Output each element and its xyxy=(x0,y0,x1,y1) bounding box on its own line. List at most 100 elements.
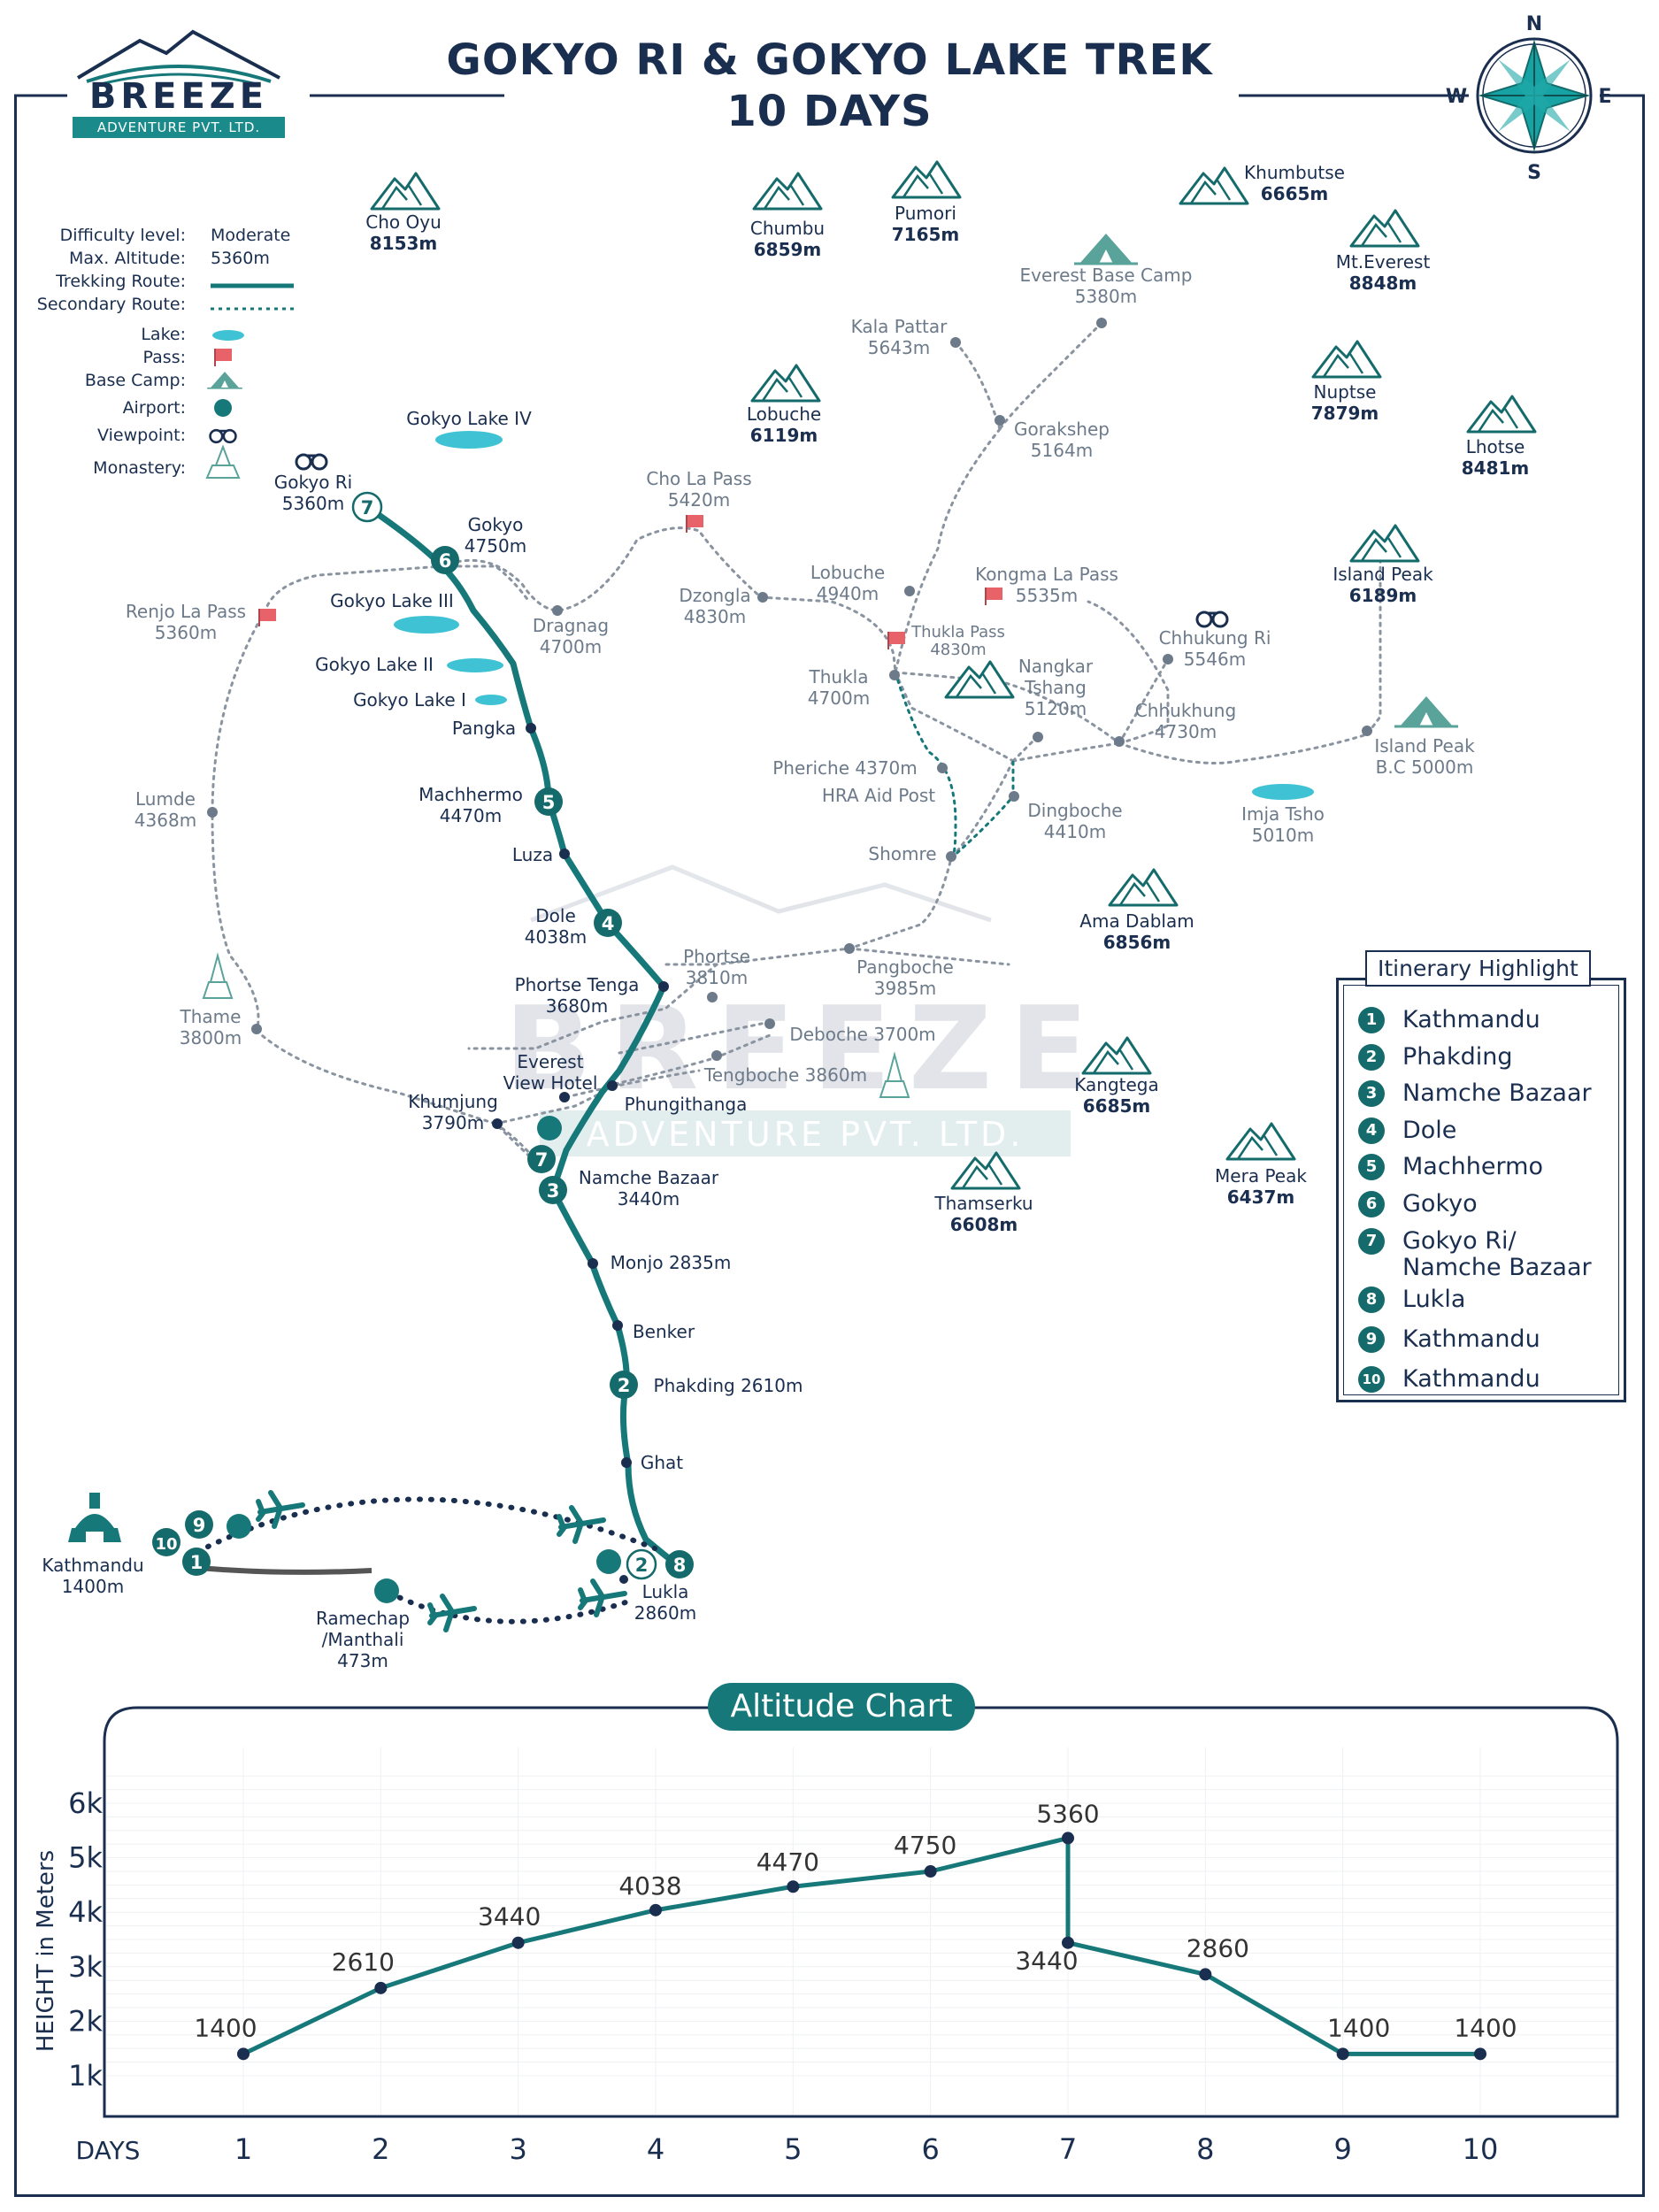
altitude-point xyxy=(1336,2047,1349,2061)
x-tick-label: 3 xyxy=(509,2132,526,2166)
svg-text:2: 2 xyxy=(635,1555,649,1576)
altitude-point xyxy=(237,2047,250,2061)
label-gokyo-lake-iv: Gokyo Lake IV xyxy=(406,408,532,429)
altitude-label: 5360 xyxy=(1036,1799,1099,1828)
legend-row: Trekking Route: xyxy=(56,272,186,291)
label-phortse-tenga: Phortse Tenga xyxy=(515,974,640,995)
label-phakding: Phakding 2610m xyxy=(654,1375,803,1396)
label-gorakshep: Gorakshep xyxy=(1014,419,1110,440)
chart-ylabel: HEIGHT in Meters xyxy=(33,1850,59,2052)
chart-xlabel: DAYS xyxy=(76,2136,141,2165)
svg-text:4410m: 4410m xyxy=(1044,821,1106,842)
label-kala-pattar: Kala Pattar xyxy=(851,316,949,337)
legend-row: Lake: xyxy=(141,325,186,344)
label-gokyo: Gokyo xyxy=(468,514,524,535)
label-dzongla: Dzongla xyxy=(679,585,750,606)
svg-text:3: 3 xyxy=(547,1180,560,1202)
svg-text:5010m: 5010m xyxy=(1252,825,1314,846)
label-thukla-pass: Thukla Pass xyxy=(910,623,1005,641)
legend-row: Max. Altitude:5360m xyxy=(68,249,270,268)
label-thame: Thame xyxy=(180,1006,242,1027)
compass-n: N xyxy=(1526,13,1542,35)
svg-text:4830m: 4830m xyxy=(684,606,746,627)
label-pangka: Pangka xyxy=(452,718,516,739)
label-ebc: Everest Base Camp xyxy=(1020,265,1193,286)
label-phungithanga: Phungithanga xyxy=(625,1094,748,1115)
label-machhermo: Machhermo xyxy=(419,784,523,805)
label-ama-dablam: Ama Dablam xyxy=(1079,910,1194,932)
compass-s: S xyxy=(1527,162,1541,184)
legend-row: Secondary Route: xyxy=(36,295,186,314)
svg-text:9: 9 xyxy=(193,1515,206,1536)
y-tick-label: 2k xyxy=(68,2004,103,2038)
svg-text:7: 7 xyxy=(361,497,374,518)
x-tick-label: 2 xyxy=(372,2132,389,2166)
svg-text:2: 2 xyxy=(618,1375,631,1396)
altitude-label: 1400 xyxy=(1454,2013,1517,2042)
label-mera-peak: Mera Peak xyxy=(1215,1165,1307,1187)
label-shomre: Shomre xyxy=(868,843,936,864)
svg-text:8848m: 8848m xyxy=(1349,273,1417,294)
svg-text:10: 10 xyxy=(155,1535,177,1554)
svg-text:7879m: 7879m xyxy=(1311,403,1379,424)
altitude-label: 1400 xyxy=(1327,2013,1390,2042)
altitude-label: 4750 xyxy=(894,1831,956,1860)
label-kangtega: Kangtega xyxy=(1074,1074,1159,1095)
svg-text:5535m: 5535m xyxy=(1016,585,1078,606)
altitude-point xyxy=(1062,1936,1074,1949)
label-kongma-la: Kongma La Pass xyxy=(975,564,1118,585)
svg-text:3985m: 3985m xyxy=(874,978,936,999)
label-island-bc: Island Peak xyxy=(1374,735,1475,757)
svg-text:6665m: 6665m xyxy=(1261,183,1329,204)
svg-text:5360m: 5360m xyxy=(282,493,344,514)
svg-text:View Hotel: View Hotel xyxy=(503,1072,598,1094)
airport-icons xyxy=(227,1116,625,1630)
svg-text:4700m: 4700m xyxy=(808,687,870,709)
label-pheriche: Pheriche 4370m xyxy=(772,757,918,779)
svg-text:3790m: 3790m xyxy=(422,1112,484,1133)
altitude-label: 2860 xyxy=(1187,1933,1249,1962)
map-frame xyxy=(14,96,1645,2197)
label-lobuche-peak: Lobuche xyxy=(747,403,821,425)
label-pumori: Pumori xyxy=(895,203,956,224)
altitude-point xyxy=(1199,1968,1212,1981)
svg-text:4038m: 4038m xyxy=(525,926,587,948)
label-cho-la: Cho La Pass xyxy=(646,468,751,489)
y-tick-label: 4k xyxy=(68,1895,103,1929)
label-thukla: Thukla xyxy=(809,666,869,687)
svg-text:6437m: 6437m xyxy=(1227,1187,1295,1208)
route-dots xyxy=(492,723,669,1584)
legend-row: Difficulty level:Moderate xyxy=(59,226,291,245)
altitude-label: 4470 xyxy=(757,1847,819,1877)
x-tick-label: 9 xyxy=(1333,2132,1351,2166)
svg-text:6685m: 6685m xyxy=(1083,1095,1151,1117)
x-tick-label: 4 xyxy=(647,2132,664,2166)
svg-text:5420m: 5420m xyxy=(668,489,730,511)
label-chhukung-ri: Chhukung Ri xyxy=(1159,627,1271,649)
altitude-point xyxy=(924,1865,937,1878)
svg-text:7: 7 xyxy=(535,1149,549,1171)
altitude-label: 3440 xyxy=(478,1902,541,1932)
chart-grid xyxy=(106,1747,1616,2115)
svg-text:5164m: 5164m xyxy=(1031,440,1093,461)
x-tick-label: 1 xyxy=(234,2132,252,2166)
svg-text:6859m: 6859m xyxy=(754,239,822,260)
label-thamserku: Thamserku xyxy=(933,1193,1033,1214)
label-lhotse: Lhotse xyxy=(1466,436,1525,457)
label-chumbu: Chumbu xyxy=(750,218,825,239)
svg-text:3440m: 3440m xyxy=(618,1188,680,1210)
logo-word: BREEZE xyxy=(88,76,269,117)
x-tick-label: 10 xyxy=(1463,2132,1499,2166)
svg-text:4368m: 4368m xyxy=(134,810,196,831)
label-monjo: Monjo 2835m xyxy=(611,1252,732,1273)
svg-text:1400m: 1400m xyxy=(62,1576,124,1597)
label-renjo-la: Renjo La Pass xyxy=(126,601,246,622)
svg-text:7165m: 7165m xyxy=(892,224,960,245)
y-tick-label: 1k xyxy=(68,2059,103,2093)
lakes xyxy=(394,431,1314,800)
altitude-label: 1400 xyxy=(194,2013,257,2042)
legend-row: Airport: xyxy=(122,398,186,418)
